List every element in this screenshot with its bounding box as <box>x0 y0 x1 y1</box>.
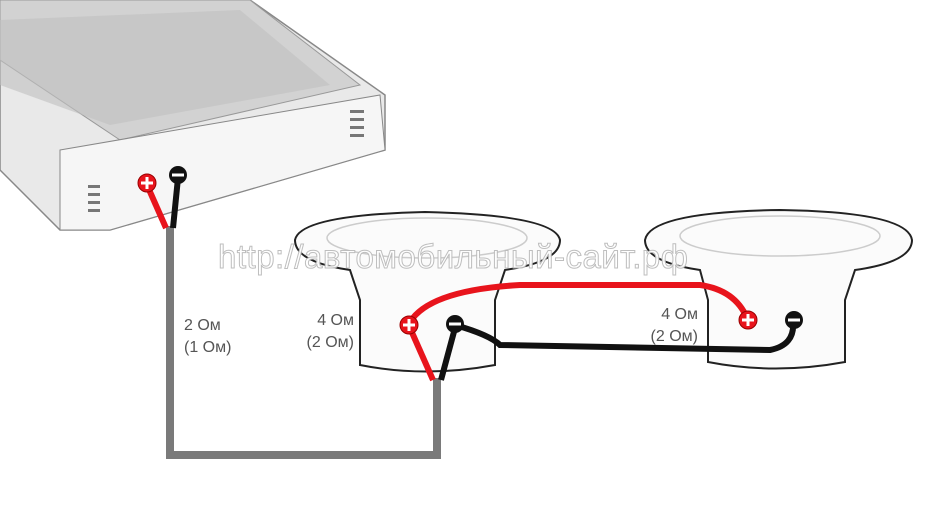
speaker1-impedance: 4 Ом <box>317 312 354 329</box>
speaker1-negative-terminal <box>446 315 464 333</box>
speaker1-negative-wire <box>438 327 458 381</box>
speaker1-positive-terminal <box>399 315 419 335</box>
speaker2-positive-terminal <box>738 310 758 330</box>
speaker-2 <box>643 208 914 370</box>
speaker2-negative-terminal <box>785 311 803 329</box>
amp-positive-terminal <box>137 173 157 193</box>
speaker2-impedance-alt: (2 Ом) <box>650 328 698 345</box>
amp-negative-terminal <box>169 166 187 184</box>
parallel-positive-wire <box>407 282 750 324</box>
total-impedance-label: 2 Ом (1 Ом) <box>184 315 231 359</box>
amp-negative-wire <box>170 177 181 229</box>
speaker1-impedance-alt: (2 Ом) <box>306 334 354 351</box>
speaker1-impedance-label: 4 Ом (2 Ом) <box>290 310 354 354</box>
total-impedance: 2 Ом <box>184 317 221 334</box>
speaker2-impedance: 4 Ом <box>661 306 698 323</box>
total-impedance-alt: (1 Ом) <box>184 339 232 356</box>
speaker1-positive-wire <box>407 326 436 382</box>
speaker2-impedance-label: 4 Ом (2 Ом) <box>630 304 698 348</box>
amplifier <box>0 0 386 231</box>
watermark: http://автомобильный-сайт.рф <box>217 238 689 276</box>
trunk-wire <box>166 226 441 459</box>
amp-positive-wire <box>144 183 169 230</box>
parallel-negative-wire <box>454 321 797 354</box>
speaker-1 <box>293 210 562 373</box>
